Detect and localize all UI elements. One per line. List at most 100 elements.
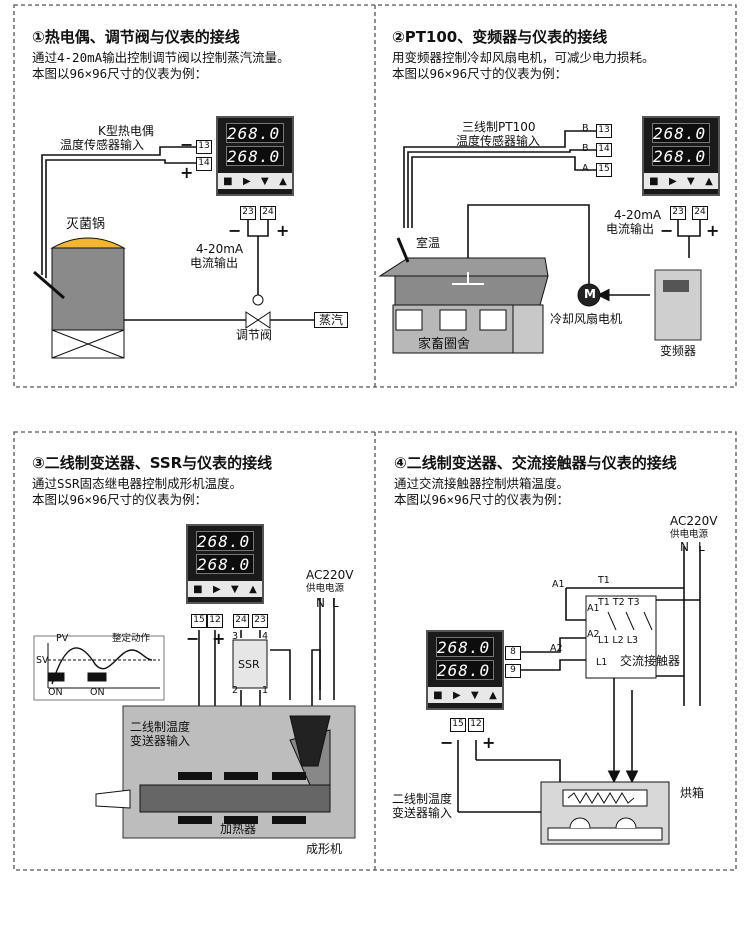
down-key-icon[interactable]: ▼ <box>261 175 269 187</box>
ssr-relay <box>232 639 268 689</box>
panel3-power-label2: 供电电源 <box>306 583 345 594</box>
minus-sign: − <box>440 733 454 752</box>
barn-label: 家畜圈舍 <box>418 337 471 352</box>
panel3-transmitter-label2: 变送器输入 <box>130 734 191 748</box>
panel1-sensor-label2: 温度传感器输入 <box>60 138 145 152</box>
terminal-14: 14 <box>196 157 212 171</box>
up-key-icon[interactable]: ▲ <box>489 689 497 701</box>
down-key-icon[interactable]: ▼ <box>231 583 239 595</box>
terminal-12: 12 <box>207 614 223 628</box>
contactor-box <box>585 595 657 679</box>
contactor-a1-label: A1 <box>587 603 600 614</box>
valve-label: 调节阀 <box>236 328 273 342</box>
sv-display: 268.0 <box>652 146 710 166</box>
shift-key-icon[interactable]: ▶ <box>242 175 251 187</box>
on-label-2: ON <box>90 687 105 698</box>
panel2-current-label2: 电流输出 <box>606 222 655 236</box>
up-key-icon[interactable]: ▲ <box>705 175 713 187</box>
panel4-title: ④二线制变送器、交流接触器与仪表的接线 <box>394 454 677 472</box>
set-key-icon[interactable]: ■ <box>649 175 659 187</box>
panel2-lines <box>403 130 701 302</box>
plus-sign: + <box>706 221 720 240</box>
terminal-15: 15 <box>596 163 612 177</box>
panel3-title: ③二线制变送器、SSR与仪表的接线 <box>32 454 273 472</box>
sv-display: 268.0 <box>436 660 494 680</box>
wire-t1-label: T1 <box>598 575 610 586</box>
wire-l1-label: L1 <box>596 657 608 668</box>
meter-keys: ■ ▶ ▼ ▲ <box>188 581 262 597</box>
regulating-valve <box>245 294 271 329</box>
panel-borders <box>13 4 737 871</box>
terminal-23: 23 <box>252 614 268 628</box>
meter-keys: ■ ▶ ▼ ▲ <box>644 173 718 189</box>
sterilizer-tank <box>33 237 126 359</box>
pv-display: 268.0 <box>652 123 710 143</box>
set-key-icon[interactable]: ■ <box>193 583 203 595</box>
ssr-label: SSR <box>238 658 260 671</box>
panel2-current-label: 4-20mA <box>614 208 662 222</box>
panel4-desc2: 本图以96×96尺寸的仪表为例： <box>394 492 570 507</box>
contactor-a2-label: A2 <box>587 629 600 640</box>
molding-machine <box>95 705 356 839</box>
up-key-icon[interactable]: ▲ <box>279 175 287 187</box>
plus-sign: + <box>212 629 226 648</box>
room-label: 室温 <box>416 236 441 250</box>
machine-label: 成形机 <box>306 842 343 856</box>
terminal-24: 24 <box>260 206 276 220</box>
panel3-desc: 通过SSR固态继电器控制成形机温度。 <box>32 476 243 491</box>
panel4-transmitter-label: 二线制温度 <box>392 792 453 806</box>
temperature-meter: 268.0 268.0 ■ ▶ ▼ ▲ <box>186 524 264 604</box>
terminal-23: 23 <box>670 206 686 220</box>
panel4-power-label: AC220V <box>670 514 718 528</box>
fan-label: 冷却风扇电机 <box>550 312 623 326</box>
panel2-title: ②PT100、变频器与仪表的接线 <box>392 28 608 46</box>
set-key-icon[interactable]: ■ <box>223 175 233 187</box>
pv-chart-label: PV <box>56 633 69 644</box>
pv-display: 268.0 <box>226 123 284 143</box>
up-key-icon[interactable]: ▲ <box>249 583 257 595</box>
plus-sign: + <box>276 221 290 240</box>
shift-key-icon[interactable]: ▶ <box>668 175 677 187</box>
down-key-icon[interactable]: ▼ <box>687 175 695 187</box>
terminal-9: 9 <box>505 664 521 678</box>
temperature-meter: 268.0 268.0 ■ ▶ ▼ ▲ <box>426 630 504 710</box>
terminal-letter-b: B <box>582 123 589 134</box>
shift-key-icon[interactable]: ▶ <box>452 689 461 701</box>
neutral-label: N <box>316 596 325 610</box>
panel1-current-label: 4-20mA <box>196 242 244 256</box>
panel1-lines <box>41 146 315 327</box>
motor-label: M <box>584 287 596 301</box>
plus-sign: + <box>482 733 496 752</box>
minus-sign: − <box>660 221 674 240</box>
contactor-l-terminals: L1 L2 L3 <box>598 635 639 646</box>
vfd-label: 变频器 <box>660 344 697 358</box>
terminal-13: 13 <box>196 140 212 154</box>
terminal-14: 14 <box>596 143 612 157</box>
sv-display: 268.0 <box>196 554 254 574</box>
minus-sign: − <box>186 629 200 648</box>
sv-chart-label: SV <box>36 655 49 666</box>
line-label: L <box>698 540 705 554</box>
shift-key-icon[interactable]: ▶ <box>212 583 221 595</box>
terminal-15: 15 <box>450 718 466 732</box>
heater-label: 加热器 <box>220 822 257 836</box>
down-key-icon[interactable]: ▼ <box>471 689 479 701</box>
on-label-1: ON <box>48 687 63 698</box>
panel1-title: ①热电偶、调节阀与仪表的接线 <box>32 28 240 46</box>
plus-sign: + <box>180 163 194 182</box>
set-key-icon[interactable]: ■ <box>433 689 443 701</box>
ssr-pin-3: 3 <box>232 631 239 642</box>
contactor-label: 交流接触器 <box>620 654 681 668</box>
minus-sign: − <box>180 135 194 154</box>
terminal-24: 24 <box>692 206 708 220</box>
panel4-power-label2: 供电电源 <box>670 529 709 540</box>
sv-display: 268.0 <box>226 146 284 166</box>
action-label: 整定动作 <box>112 633 151 644</box>
oven-label: 烘箱 <box>680 786 705 800</box>
panel3-transmitter-label: 二线制温度 <box>130 720 191 734</box>
panel3-power-label: AC220V <box>306 568 354 582</box>
pv-sv-chart <box>33 635 165 701</box>
panel3-desc2: 本图以96×96尺寸的仪表为例： <box>32 492 208 507</box>
pv-display: 268.0 <box>436 637 494 657</box>
